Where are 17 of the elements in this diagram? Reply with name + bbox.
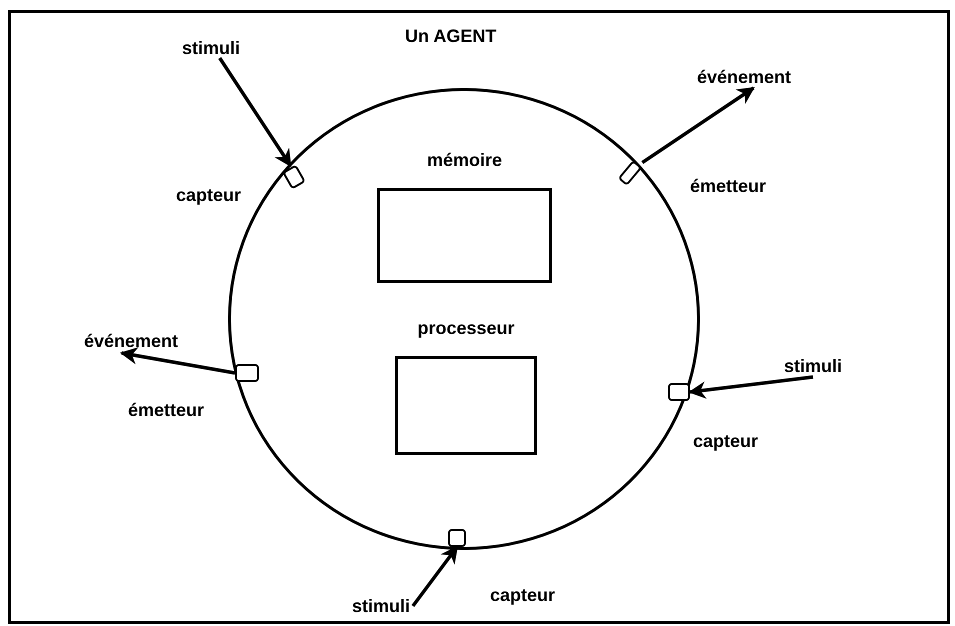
stimulus-label: stimuli xyxy=(784,356,842,376)
stimulus-label: stimuli xyxy=(182,38,240,58)
box-heading: processeur xyxy=(416,318,516,338)
event-label: événement xyxy=(697,67,792,87)
arrow xyxy=(688,375,814,399)
box-heading: mémoire xyxy=(426,150,504,170)
arrow xyxy=(218,57,292,168)
arrow xyxy=(641,86,755,164)
stimulus-label: stimuli xyxy=(352,596,410,616)
event-label: événement xyxy=(84,331,178,351)
port-label: capteur xyxy=(490,585,556,605)
port-label: capteur xyxy=(176,185,242,205)
port-label: émetteur xyxy=(128,400,204,420)
diagram-title: Un AGENT xyxy=(405,26,496,46)
port-label: capteur xyxy=(693,431,758,451)
arrow xyxy=(120,347,236,375)
port-label: émetteur xyxy=(690,176,766,196)
